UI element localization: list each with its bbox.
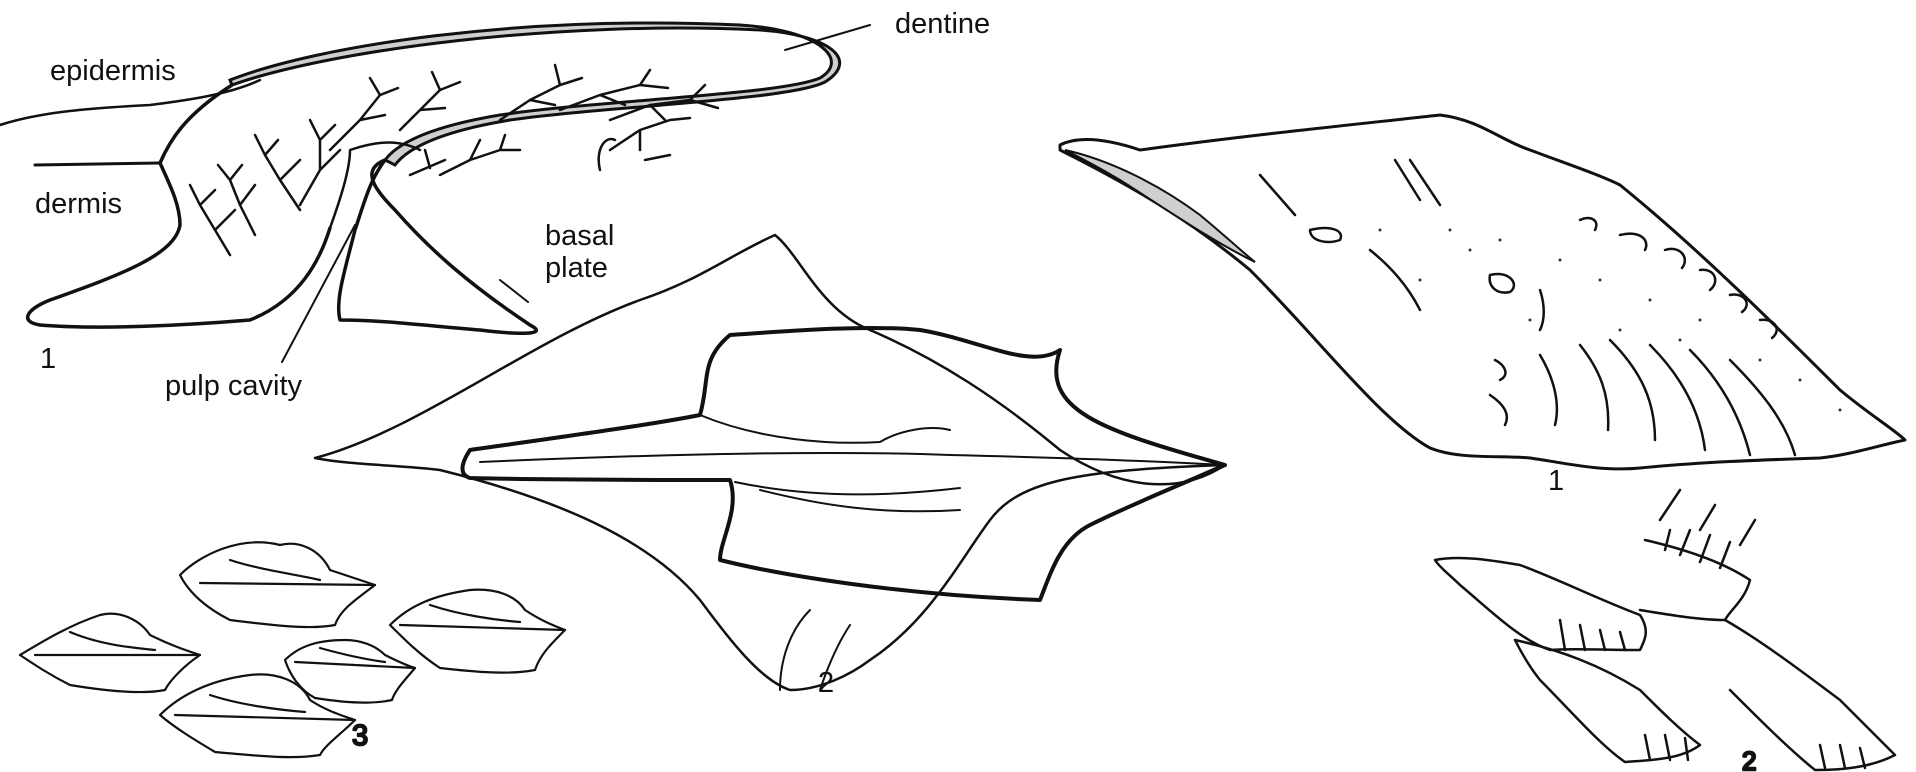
figure-number-left-1: 1 [40, 343, 56, 375]
crown-ridge-center [700, 415, 950, 443]
small-scale-2 [20, 614, 200, 692]
dentine-layer [230, 23, 840, 165]
overlapping-scales: 2 [1435, 490, 1895, 772]
basal-plate-label-line1: basal [545, 220, 614, 252]
figure-number-left-3: 3 [352, 720, 368, 752]
overlap-scale-1-rays [1560, 620, 1625, 650]
figure-number-right-2: 2 [1742, 746, 1756, 772]
basal-plate-leader [500, 280, 528, 302]
basal-plate-outline [315, 235, 1225, 690]
dermis-label: dermis [35, 188, 122, 220]
dermis-surface-line [35, 163, 160, 165]
overlap-scale-1 [1435, 558, 1646, 650]
placoid-scale-cluster: 3 [20, 542, 565, 757]
pulp-cavity-label: pulp cavity [165, 370, 303, 402]
overlap-scale-3-rays [1645, 735, 1688, 760]
small-scale-5 [390, 590, 565, 673]
scale-stipple [1379, 229, 1842, 412]
scale-growth-ridges [1260, 160, 1795, 455]
overlap-scale-3 [1515, 640, 1700, 762]
figure-number-right-1: 1 [1548, 465, 1564, 497]
overlap-scale-upper-ridges [1660, 490, 1755, 545]
dermis-edge [599, 139, 670, 170]
overlap-scale-2 [1640, 540, 1750, 620]
dentine-canals [190, 65, 718, 255]
placoid-scale-section: dentine epidermis dermis basal plate pul… [0, 8, 990, 402]
crown-ridge-top [480, 453, 1225, 465]
small-scale-1 [180, 542, 375, 627]
overlap-scale-4-rays [1820, 745, 1865, 768]
dentine-label: dentine [895, 8, 990, 40]
placoid-scale-top-view: 2 [315, 235, 1225, 699]
crown-ridge-mid [735, 482, 960, 511]
figure-number-left-2: 2 [818, 667, 834, 699]
basal-plate-label-line2: plate [545, 252, 608, 284]
overlap-scale-2-rays [1665, 530, 1730, 568]
ganoid-scale-large: 1 [1060, 115, 1905, 497]
crown-outline [463, 328, 1226, 600]
epidermis-label: epidermis [50, 55, 176, 87]
small-scale-3 [160, 674, 355, 757]
